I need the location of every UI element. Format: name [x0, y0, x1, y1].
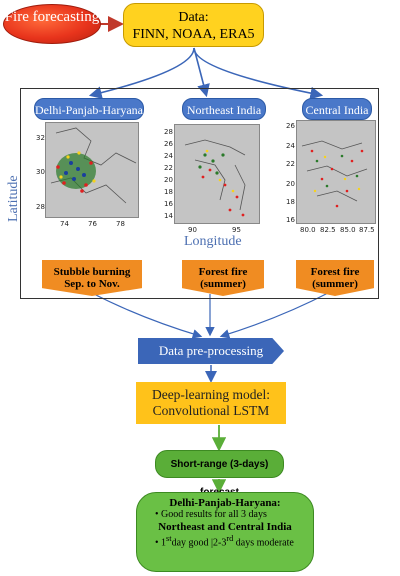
region-label-central: Central India: [302, 98, 372, 120]
ytick: 24: [286, 142, 295, 150]
xtick: 95: [232, 226, 241, 234]
results-bullet: • Good results for all 3 days: [155, 509, 267, 520]
data-title: Data:: [178, 10, 209, 25]
event-stubble: Stubble burning Sep. to Nov.: [42, 260, 142, 296]
model-line1: Deep-learning model:: [151, 387, 271, 402]
fire-points-central: [301, 140, 368, 208]
event-line: Forest fire: [310, 266, 360, 278]
ytick: 16: [286, 216, 295, 224]
preprocessing-box: Data pre-processing: [138, 338, 284, 364]
results-box: Delhi-Panjab-Haryana: • Good results for…: [136, 492, 314, 572]
ytick: 20: [164, 176, 173, 184]
xtick: 87.5: [359, 226, 375, 234]
event-forest-northeast: Forest fire (summer): [182, 260, 264, 296]
xtick: 78: [116, 220, 125, 228]
map-delhi: [45, 122, 139, 218]
ytick: 22: [286, 160, 295, 168]
x-axis-label: Longitude: [184, 234, 242, 249]
xtick: 90: [188, 226, 197, 234]
fire-points-delhi: [50, 127, 137, 204]
bullet-text: Good results for all 3 days: [161, 509, 267, 520]
ytick: 28: [36, 203, 45, 211]
xtick: 74: [60, 220, 69, 228]
xtick: 85.0: [340, 226, 356, 234]
ytick: 16: [164, 200, 173, 208]
bullet-text: days moderate: [233, 537, 294, 549]
region-label-delhi: Delhi-Panjab-Haryana: [34, 98, 144, 120]
results-heading-ne-central: Northeast and Central India: [158, 521, 292, 533]
y-axis-label: Latitude: [6, 175, 21, 222]
xtick: 76: [88, 220, 97, 228]
event-line: (summer): [200, 278, 246, 290]
bullet-text: 1: [161, 537, 167, 549]
event-forest-central: Forest fire (summer): [296, 260, 374, 296]
map-central: [296, 120, 376, 224]
event-line: Forest fire: [198, 266, 248, 278]
ytick: 32: [36, 134, 45, 142]
ytick: 26: [286, 122, 295, 130]
ytick: 24: [164, 152, 173, 160]
fire-forecasting-label: Fire forecasting: [4, 9, 100, 25]
model-box: Deep-learning model: Convolutional LSTM: [136, 382, 286, 424]
regions-panel: [20, 88, 379, 299]
event-line: Stubble burning: [53, 266, 131, 278]
ytick: 26: [164, 140, 173, 148]
fire-points-northeast: [184, 139, 246, 217]
event-line: Sep. to Nov.: [64, 278, 120, 290]
ytick: 28: [164, 128, 173, 136]
data-sources-box: Data: FINN, NOAA, ERA5: [123, 3, 264, 47]
model-line2: Convolutional LSTM: [152, 403, 270, 418]
bullet-text: day good |2-3: [171, 537, 227, 549]
fire-forecasting-ellipse: Fire forecasting: [3, 4, 101, 44]
region-label-northeast: Northeast India: [182, 98, 266, 120]
short-range-box: Short-range (3-days) forecast: [155, 450, 284, 498]
ytick: 18: [286, 198, 295, 206]
results-bullet: • 1stday good |2-3rd days moderate: [155, 534, 294, 549]
sup-text: rd: [226, 534, 234, 543]
ytick: 30: [36, 168, 45, 176]
xtick: 80.0: [300, 226, 316, 234]
ytick: 18: [164, 188, 173, 196]
ytick: 14: [164, 212, 173, 220]
event-line: (summer): [312, 278, 358, 290]
map-northeast: [174, 124, 260, 224]
data-sources: FINN, NOAA, ERA5: [132, 27, 255, 42]
ytick: 22: [164, 164, 173, 172]
xtick: 82.5: [320, 226, 336, 234]
results-heading-delhi: Delhi-Panjab-Haryana:: [169, 497, 281, 509]
ytick: 20: [286, 180, 295, 188]
sup-text: st: [166, 534, 172, 543]
